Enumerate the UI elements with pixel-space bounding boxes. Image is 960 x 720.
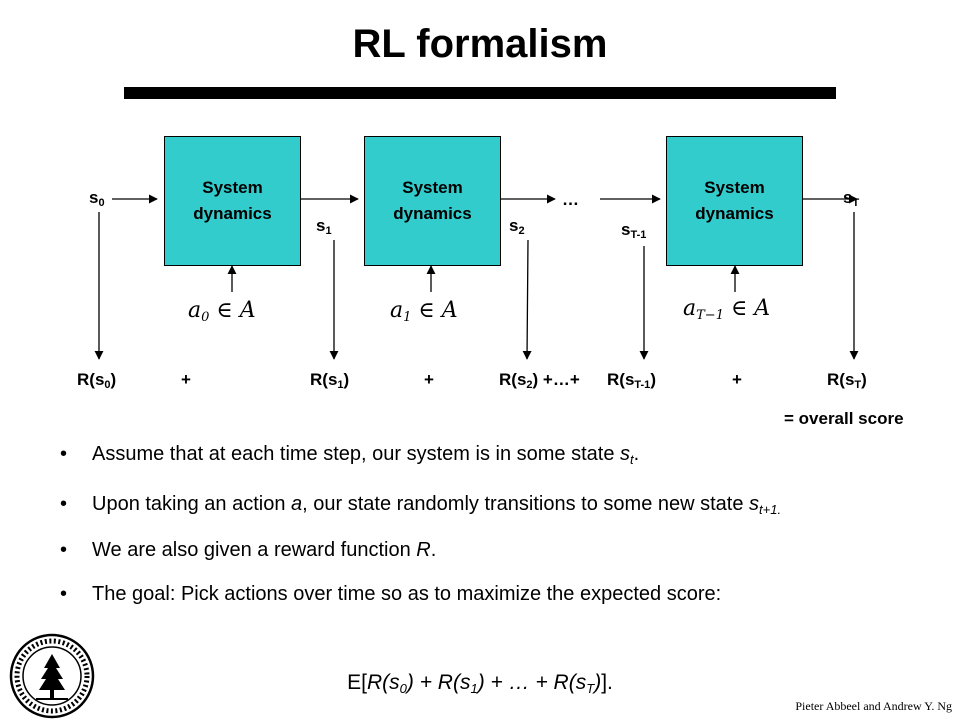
bullet-marker: • [60,539,68,561]
ellipsis-label: … [562,190,579,209]
state-s2-label: s2 [509,216,525,237]
state-sT-label: sT [843,188,860,209]
plus-sign-1: + [181,370,191,389]
stanford-seal-icon [9,633,95,719]
system-dynamics-box-3: System dynamics [666,136,803,266]
action-a1-label: a1 ∈ A [390,298,458,325]
plus-sign-2: + [424,370,434,389]
box2-line1: System [402,178,463,197]
box3-line1: System [704,178,765,197]
credit-text: Pieter Abbeel and Andrew Y. Ng [795,699,952,713]
box1-line1: System [202,178,263,197]
bullet-marker: • [60,583,68,605]
title-rule [124,87,836,99]
bullet-1: •Assume that at each time step, our syst… [60,443,640,467]
reward-r1: R(s1) [310,370,350,391]
arrow-s2-reward [522,239,532,360]
system-dynamics-box-2: System dynamics [364,136,501,266]
box1-line2: dynamics [193,204,272,223]
box3-line2: dynamics [695,204,774,223]
system-dynamics-box-1: System dynamics [164,136,301,266]
reward-r0: R(s0) [77,370,117,391]
state-sT-1-label: sT-1 [621,220,647,241]
action-aT-1-label: aT−1 ∈ A [683,296,771,323]
action-a0-label: a0 ∈ A [188,298,256,325]
bullet-2: •Upon taking an action a, our state rand… [60,493,782,517]
overall-score-label: = overall score [784,409,904,428]
state-s0-label: s0 [89,188,105,209]
bullet-marker: • [60,493,68,515]
bullet-3: •We are also given a reward function R. [60,539,437,561]
bullet-4: •The goal: Pick actions over time so as … [60,583,722,605]
plus-sign-3: + [732,370,742,389]
box2-line2: dynamics [393,204,472,223]
reward-rT: R(sT) [827,370,867,391]
reward-r2: R(s2) +…+ [499,370,580,391]
bullet-list: •Assume that at each time step, our syst… [60,442,860,606]
state-s1-label: s1 [316,216,332,237]
reward-rT-1: R(sT-1) [607,370,656,391]
expected-score-formula: E[R(s0) + R(s1) + … + R(sT)]. [347,671,613,696]
bullet-marker: • [60,443,68,465]
slide-title: RL formalism [352,22,608,66]
